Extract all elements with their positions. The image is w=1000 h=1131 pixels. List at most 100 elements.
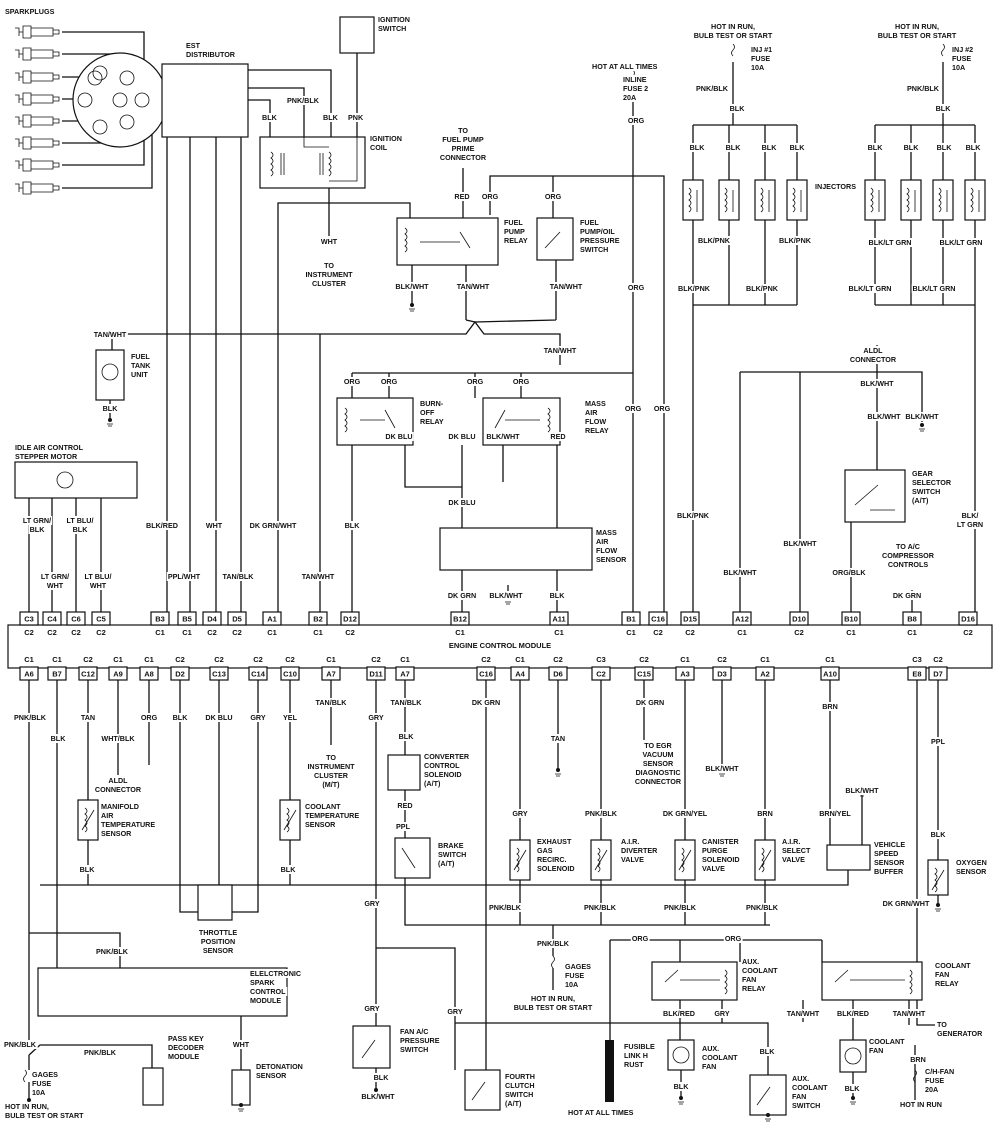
ecm-pin-label: D3 [717,670,727,679]
iac-ltblublk-label: LT BLU/ [66,516,93,525]
label-background [623,1060,646,1069]
ecm-connector-label: C3 [912,655,922,664]
label-background [662,1009,696,1018]
ecm-pin-label: A3 [680,670,690,679]
ecm-pin-label: B5 [182,615,192,624]
injector-coil [938,187,948,213]
ecm-connector-label: C2 [553,655,563,664]
maf-dkblu-label: DK BLU [448,432,475,441]
label-background [595,546,619,555]
label-background [249,987,288,996]
coolant-temp-sensor-label: COOLANT [305,802,341,811]
label-background [199,937,237,946]
b10-orgblk-label: ORG/BLK [832,568,866,577]
ecm-connector-label: C2 [47,628,57,637]
coil-windings [270,137,358,182]
label-background [347,113,365,122]
ecm-pin-label: A11 [552,615,565,624]
label-background [45,581,65,590]
fuel-pump-relay-label: FUEL [504,218,523,227]
label-background [304,802,343,811]
ecm-pin-box [42,611,62,626]
pass-key-label: MODULE [168,1052,199,1061]
inj2-fuse-label: 10A [952,63,965,72]
label-background [781,846,812,855]
fourth-clutch-label: (A/T) [505,1099,522,1108]
injector-coil [724,187,734,213]
ecm-connector-label: C1 [326,655,336,664]
b5-pplwht-label: PPL/WHT [168,572,201,581]
ecm-pin-box [177,611,197,626]
label-background [31,1079,53,1088]
label-background [488,591,525,600]
aux-fan-relay-box [651,961,738,1001]
converter-solenoid-label: SOLENOID [424,770,462,779]
ground-icon [936,903,940,907]
inj1-fuse-label: INJ #1 [751,45,772,54]
brake-switch-label: SWITCH [438,850,466,859]
label-background [745,284,780,293]
label-background [78,865,97,874]
label-background [760,143,779,152]
label-background [951,45,975,54]
ground-icon [555,773,561,777]
brake-switch-label: BRAKE [438,841,464,850]
gear-selector-switch-label: GEAR [912,469,934,478]
label-background [363,1004,381,1013]
terminal-icon [77,92,93,108]
label-background [423,779,442,788]
label-background [93,785,143,794]
switch-contact [401,847,416,869]
relay-coil [344,407,396,433]
hot-in-run-1-label: BULB TEST OR START [694,31,773,40]
label-background [100,734,137,743]
fpr-org-label: ORG [482,192,499,201]
label-background [741,984,767,993]
mat-sensor-symbol [81,807,95,833]
label-background [100,811,116,820]
aux-fan-relay-label: AUX. [742,957,759,966]
ignition-switch-box [339,16,375,54]
label-background [419,399,445,408]
inj2-fuse-label: INJ #2 [952,45,973,54]
label-background [663,903,698,912]
label-background [847,284,893,293]
label-background [583,903,618,912]
switch-contact [361,1039,376,1059]
label-background [579,236,621,245]
label-background [701,1062,718,1071]
to-egr-label: VACUUM [642,750,673,759]
ecm-connector-label: C1 [737,628,747,637]
dist-blk1-label: BLK [262,113,278,122]
label-background [782,539,819,548]
label-background [536,846,554,855]
label-background [924,1067,956,1076]
label-background [419,417,445,426]
label-background [130,370,150,379]
aldl-blkwht-label: BLK/WHT [860,379,894,388]
label-background [503,236,529,245]
label-background [145,521,179,530]
ground-icon [766,1113,770,1117]
label-background [960,511,980,520]
wire [28,680,939,1100]
a2-brn-label: BRN [757,809,773,818]
d11-gry-label: GRY [368,713,384,722]
label-background [934,961,973,970]
ecm-connector-label: C2 [371,655,381,664]
fuel-pump-oil-switch-label: SWITCH [580,245,608,254]
fpos-tanwht-label: TAN/WHT [550,282,583,291]
mat-blk-label: BLK [80,865,96,874]
cf-blkred-label: BLK/RED [837,1009,869,1018]
injector-coil [792,187,802,213]
label-background [868,1046,885,1055]
aux-fan-switch-label: FAN [792,1092,806,1101]
ecm-connector-label: C2 [285,655,295,664]
label-background [701,1053,740,1062]
label-background [536,939,571,948]
label-background [100,802,140,811]
fan-ac-switch-box [352,1025,391,1069]
to-cluster-mt-label: INSTRUMENT [307,762,355,771]
fuel-tank-unit-label: TANK [131,361,151,370]
ecm-connector-label: C1 [52,655,62,664]
